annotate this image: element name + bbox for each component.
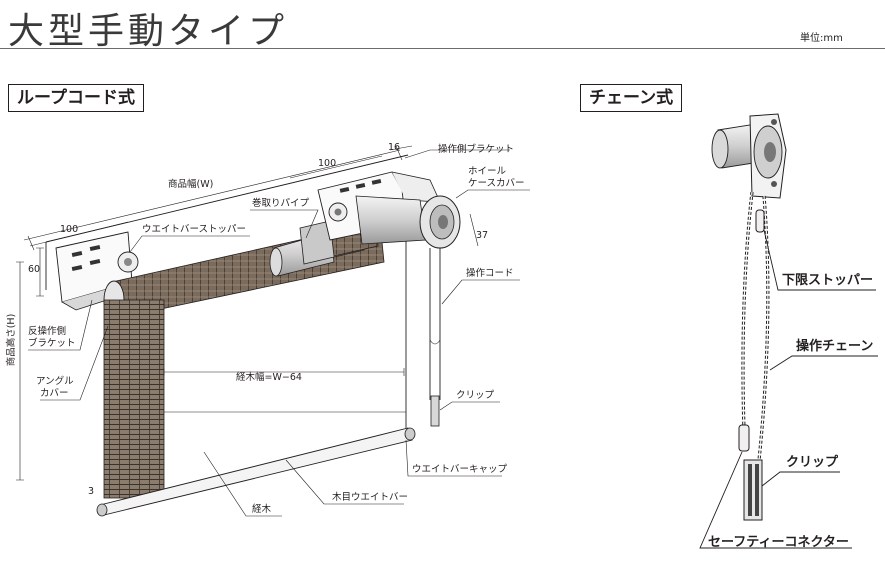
loop-section-label: ループコード式	[8, 84, 144, 112]
label-safety-connector: セーフティーコネクター	[708, 535, 849, 550]
label-width: 商品幅(W)	[168, 178, 213, 190]
page-title: 大型手動タイプ	[8, 11, 289, 52]
hanging-fabric	[103, 299, 165, 499]
operation-chain-left	[741, 191, 754, 431]
loop-clip	[430, 395, 440, 427]
label-angle-cover-1: アングル	[36, 375, 74, 387]
label-dim-100-right: 100	[318, 158, 336, 169]
label-opp-bracket-2: ブラケット	[28, 337, 76, 349]
chain-clip	[743, 459, 763, 521]
label-dim-60: 60	[28, 264, 40, 275]
label-dim-100-left: 100	[60, 224, 78, 235]
label-clip: クリップ	[456, 390, 495, 401]
operation-cord	[429, 248, 441, 400]
label-wheel-cover-2: ケースカバー	[468, 178, 525, 189]
label-winding-pipe: 巻取りパイプ	[252, 197, 310, 209]
label-operation-cord: 操作コード	[466, 267, 514, 279]
label-weightbar-stopper: ウエイトバーストッパー	[142, 224, 246, 235]
lower-stopper	[755, 209, 765, 233]
label-angle-cover-2: カバー	[40, 388, 69, 399]
label-dim-16: 16	[388, 142, 400, 153]
unit-label: 単位:mm	[800, 33, 843, 44]
safety-connector	[738, 424, 750, 452]
chain-section-label: チェーン式	[580, 84, 683, 112]
label-slat-width: 経木幅=W−64	[236, 371, 302, 383]
label-operation-chain: 操作チェーン	[796, 338, 873, 354]
label-opp-bracket-1: 反操作側	[28, 325, 66, 337]
label-wheel-cover-1: ホイール	[468, 166, 507, 177]
label-slat: 経木	[252, 503, 272, 515]
title-divider	[0, 48, 885, 49]
label-operation-bracket: 操作側ブラケット	[438, 143, 514, 155]
label-weightbar-cap: ウエイトバーキャップ	[412, 464, 508, 475]
weightbar-cap	[404, 427, 416, 441]
label-height: 商品高さ(H)	[5, 314, 17, 367]
label-dim-3: 3	[88, 486, 94, 497]
label-dim-37: 37	[476, 230, 488, 241]
label-wood-weightbar: 木目ウエイトバー	[332, 491, 408, 503]
label-chain-clip: クリップ	[786, 455, 839, 470]
label-lower-stopper: 下限ストッパー	[782, 273, 873, 288]
